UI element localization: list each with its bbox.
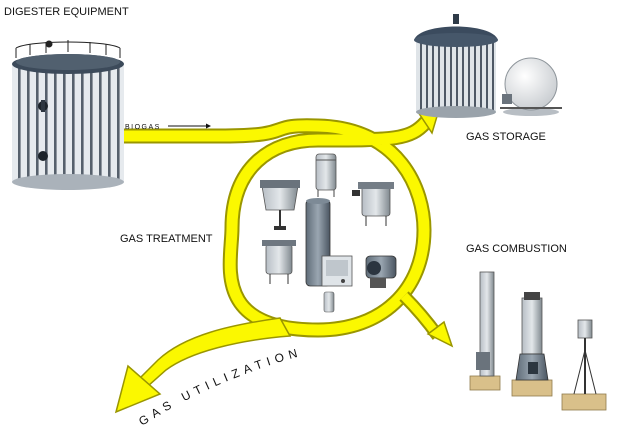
label-gas-storage: GAS STORAGE (466, 131, 546, 143)
arrowhead-gas-utilization (114, 364, 162, 414)
gas-flow-arrows (114, 111, 454, 414)
gas-holder-sphere (500, 57, 562, 116)
biogas-arrowhead (206, 123, 211, 129)
digester-tank (12, 40, 124, 190)
gas-combustion-flares (469, 271, 607, 411)
label-digester-equipment: DIGESTER EQUIPMENT (4, 6, 129, 18)
arrowhead-gas-combustion (426, 320, 454, 348)
gas-storage-tank (414, 14, 498, 118)
label-biogas: BIOGAS (125, 124, 161, 131)
label-gas-treatment: GAS TREATMENT (120, 233, 213, 245)
gas-treatment-equipment (260, 153, 397, 313)
label-gas-combustion: GAS COMBUSTION (466, 243, 567, 255)
